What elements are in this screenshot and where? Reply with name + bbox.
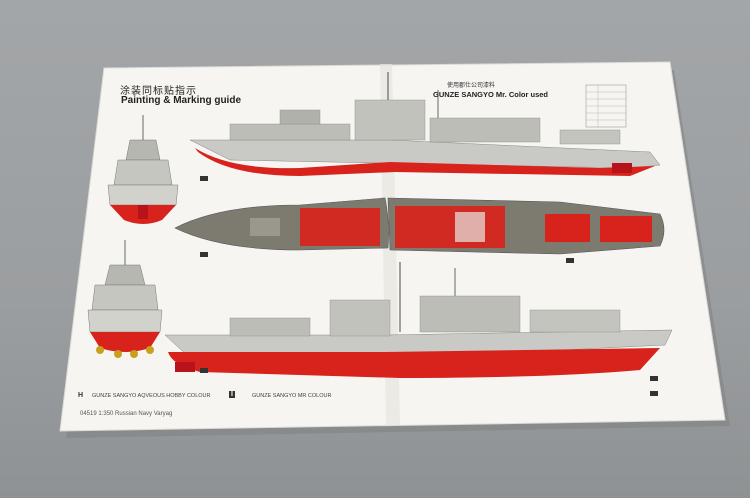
legend-i-marker: I	[229, 391, 235, 398]
legend-aqueous-label: GUNZE SANGYO AQVEOUS HOBBY COLOUR	[92, 393, 211, 399]
model-number-caption: 04519 1:350 Russian Navy Varyag	[80, 411, 173, 417]
color-table	[585, 84, 627, 128]
deck-plan-view	[174, 197, 665, 255]
paint-brand-chinese: 使用郡仕公司漆料	[447, 83, 496, 89]
guide-title-chinese: 涂装同标贴指示	[120, 86, 197, 97]
paint-brand-label: GUNZE SANGYO Mr. Color used	[433, 90, 549, 99]
bow-view-illustration	[107, 115, 179, 224]
legend-h-marker: H	[78, 392, 84, 399]
side-profile-top	[189, 72, 661, 176]
guide-title: Painting & Marking guide	[121, 95, 242, 106]
stern-view-illustration	[87, 240, 163, 358]
legend-mr-label: GUNZE SANGYO MR COLOUR	[252, 393, 332, 399]
side-profile-bottom	[164, 262, 673, 378]
